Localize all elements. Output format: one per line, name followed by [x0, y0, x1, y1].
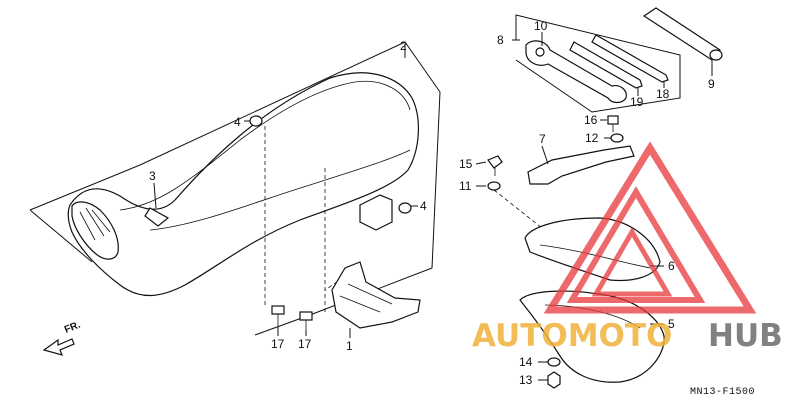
seat-front-opening — [71, 201, 119, 260]
part-label-16: 16 — [584, 113, 598, 127]
seat-crown-line — [119, 80, 411, 211]
part-label-10: 10 — [534, 19, 548, 33]
seat-group-outline-left — [29, 209, 93, 263]
watermark-text-hub: HUB — [708, 318, 783, 354]
bracket-group — [475, 115, 664, 282]
tray-group — [519, 290, 665, 389]
leader-7 — [541, 145, 549, 165]
front-label: FR. — [63, 319, 82, 335]
spanner-10 — [525, 40, 627, 104]
leader-15 — [475, 161, 487, 165]
washer-11 — [487, 181, 501, 191]
part-label-12: 12 — [585, 131, 599, 145]
part-label-14: 14 — [519, 355, 533, 369]
seat-bracket-1 — [331, 261, 421, 329]
bolt-17-right — [299, 311, 313, 330]
bolt-15 — [487, 155, 503, 176]
seat-side-line — [149, 149, 411, 231]
seat-body — [67, 72, 419, 297]
part-label-2: 2 — [400, 39, 407, 53]
tool-kit-outline — [515, 14, 681, 113]
part-label-19: 19 — [630, 95, 644, 109]
strap-bracket-7 — [527, 145, 635, 185]
part-label-4b: 4 — [420, 199, 427, 213]
seat-front-ribs — [79, 207, 111, 241]
front-direction-arrow — [42, 338, 75, 356]
part-label-17a: 17 — [271, 337, 285, 351]
watermark-text-automoto: AUTOMOTO — [472, 318, 672, 354]
seat-base-hook — [359, 194, 393, 231]
bolt-16 — [607, 115, 619, 132]
part-label-6: 6 — [668, 259, 675, 273]
grommet-4-lower — [398, 202, 412, 214]
dash-line-bracket — [324, 269, 356, 291]
part-label-3: 3 — [149, 169, 156, 183]
grommet-4-upper — [249, 115, 263, 127]
seat-strap-3 — [144, 207, 170, 227]
bolt-17-left — [271, 305, 285, 326]
logo-triangle-outer — [543, 141, 757, 314]
screwdriver-18 — [591, 34, 669, 83]
spanner-10-hole — [535, 47, 545, 57]
part-label-5: 5 — [668, 317, 675, 331]
logo-triangle-mid — [566, 186, 706, 303]
part-label-9: 9 — [708, 77, 715, 91]
tool-kit-group — [512, 7, 723, 113]
dash-line-11 — [493, 189, 553, 237]
seat-bracket-1-detail — [339, 283, 393, 313]
part-label-11: 11 — [459, 179, 472, 193]
part-label-1: 1 — [346, 339, 353, 353]
logo-triangle-inner — [591, 227, 673, 297]
part-label-4a: 4 — [234, 115, 241, 129]
tool-handle-9 — [642, 7, 721, 61]
leader-3 — [153, 182, 157, 209]
washer-14 — [547, 357, 561, 367]
part-label-15: 15 — [459, 157, 473, 171]
part-label-8: 8 — [497, 33, 504, 47]
watermark-logo — [543, 141, 757, 314]
screwdriver-19 — [569, 41, 643, 89]
tool-handle-9-end — [709, 49, 723, 61]
part-label-13: 13 — [519, 373, 533, 387]
part-label-18: 18 — [656, 87, 670, 101]
diagram-code: MN13-F1500 — [690, 387, 755, 398]
tray-5 — [519, 290, 665, 383]
part-label-7: 7 — [539, 132, 546, 146]
seat-assembly-group — [29, 41, 441, 356]
part-label-17b: 17 — [298, 337, 312, 351]
nut-12 — [610, 133, 624, 143]
nut-13 — [547, 371, 561, 389]
